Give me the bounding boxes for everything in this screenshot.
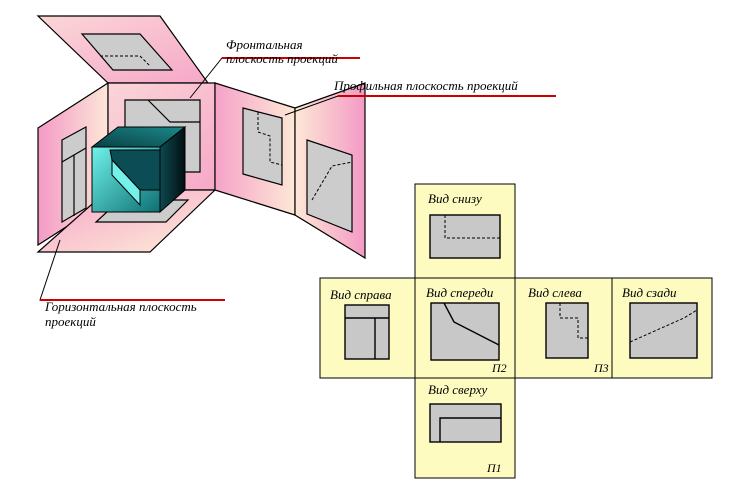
shape-back-view bbox=[629, 302, 698, 359]
mark-p1: П1 bbox=[486, 461, 502, 475]
mark-p3: П3 bbox=[593, 361, 609, 375]
top-flap-view bbox=[80, 33, 174, 71]
shape-right-view bbox=[344, 304, 390, 360]
label-top-view: Вид сверху bbox=[428, 382, 487, 397]
shape-front-view bbox=[430, 302, 500, 361]
label-left-view: Вид слева bbox=[528, 285, 582, 300]
shape-top-view bbox=[429, 403, 502, 443]
label-bottom-view: Вид снизу bbox=[428, 191, 482, 206]
frontal-label-line2: плоскость проекций bbox=[226, 51, 338, 66]
frontal-label-line1: Фронтальная bbox=[226, 37, 303, 52]
back-plane-view bbox=[306, 139, 353, 233]
horizontal-label-line2: проекций bbox=[45, 314, 96, 329]
shape-bottom-view bbox=[429, 214, 501, 259]
profile-label: Профильная плоскость проекций bbox=[333, 78, 518, 93]
label-front-view: Вид спереди bbox=[426, 285, 494, 300]
profile-plane-view bbox=[242, 107, 283, 186]
label-right-view: Вид справа bbox=[330, 287, 392, 302]
mark-p2: П2 bbox=[491, 361, 507, 375]
shape-left-view bbox=[545, 302, 589, 359]
horizontal-label-line1: Горизонтальная плоскость bbox=[44, 299, 197, 314]
annotations: Фронтальная плоскость проекций Профильна… bbox=[39, 37, 556, 329]
cube-notch bbox=[109, 149, 161, 191]
label-back-view: Вид сзади bbox=[622, 285, 677, 300]
top-flap-hidden-line bbox=[100, 55, 151, 67]
isometric-assembly bbox=[36, 15, 366, 260]
unfolded-net: Вид снизу Вид справа Вид спереди П2 Вид … bbox=[319, 183, 713, 479]
